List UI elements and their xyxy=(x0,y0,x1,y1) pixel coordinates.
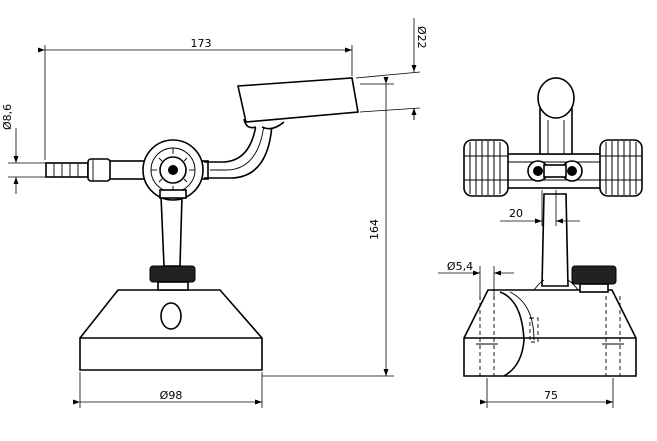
front-view-base xyxy=(463,289,637,377)
dim-overall-length-label: 173 xyxy=(191,37,212,50)
dim-clamp-width-label: 20 xyxy=(509,207,523,220)
side-view-bent-tubes xyxy=(204,109,288,179)
dim-lamp-diameter: Ø22 xyxy=(355,18,428,120)
front-view-left-knob xyxy=(463,139,509,197)
dim-clamp-width: 20 xyxy=(500,190,580,226)
dim-bolt-diameter: Ø5,4 xyxy=(438,260,514,300)
front-view-lamp xyxy=(537,77,575,155)
side-view xyxy=(45,77,359,371)
dim-height: 164 xyxy=(262,77,394,377)
side-view-post xyxy=(160,195,183,267)
dim-height-label: 164 xyxy=(368,219,381,240)
side-view-valve-dial xyxy=(142,139,204,201)
side-view-base xyxy=(79,289,263,371)
side-view-lamp-head xyxy=(237,77,359,123)
dim-lamp-diameter-label: Ø22 xyxy=(415,26,428,49)
front-view xyxy=(463,77,643,377)
front-view-crossbar xyxy=(505,153,603,189)
front-view-right-knob xyxy=(599,139,643,197)
front-view-knurled-nut xyxy=(571,265,617,293)
side-view-knurled-nut xyxy=(149,265,196,291)
dim-bolt-diameter-label: Ø5,4 xyxy=(447,260,473,273)
dim-base-width-label: 75 xyxy=(544,389,558,402)
dim-base-diameter-label: Ø98 xyxy=(160,389,183,402)
dim-base-width: 75 xyxy=(480,378,614,408)
dim-overall-length: 173 xyxy=(38,37,353,160)
dim-nozzle-diameter: Ø8,6 xyxy=(1,104,46,194)
dim-nozzle-diameter-label: Ø8,6 xyxy=(1,104,14,130)
dim-base-diameter: Ø98 xyxy=(73,372,263,408)
front-view-post xyxy=(541,193,569,287)
